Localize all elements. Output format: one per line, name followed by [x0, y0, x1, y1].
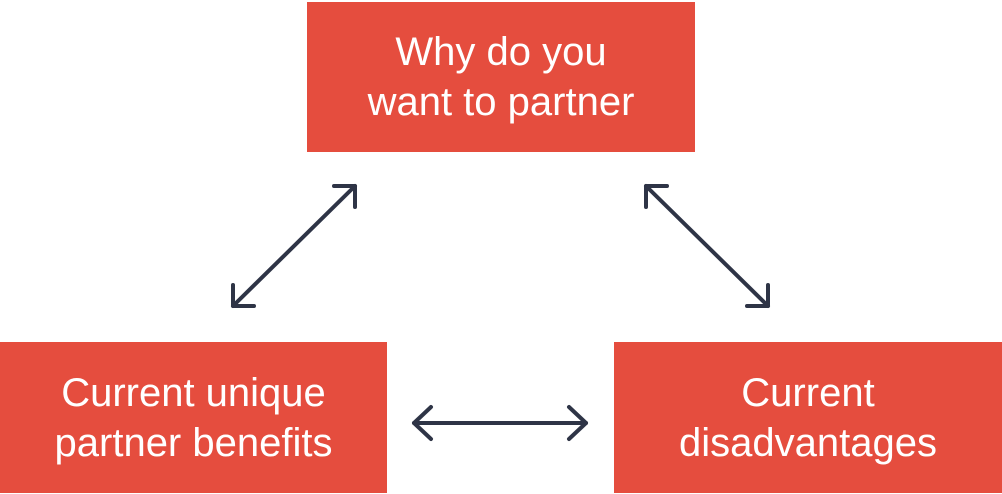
box-current-disadvantages: Current disadvantages — [614, 342, 1002, 493]
double-arrow-left-right — [412, 405, 588, 441]
double-arrow-top-right — [644, 184, 770, 308]
box-partner-benefits-line-1: Current unique — [61, 370, 326, 415]
box-current-disadvantages-line-2: disadvantages — [679, 420, 937, 465]
box-partner-benefits: Current unique partner benefits — [0, 342, 387, 493]
box-why-partner: Why do you want to partner — [307, 2, 695, 152]
box-current-disadvantages-line-1: Current — [741, 370, 875, 415]
box-why-partner-line-1: Why do you — [395, 30, 607, 74]
box-why-partner-line-2: want to partner — [367, 80, 635, 124]
double-arrow-top-left — [231, 184, 357, 308]
box-partner-benefits-line-2: partner benefits — [54, 420, 333, 465]
